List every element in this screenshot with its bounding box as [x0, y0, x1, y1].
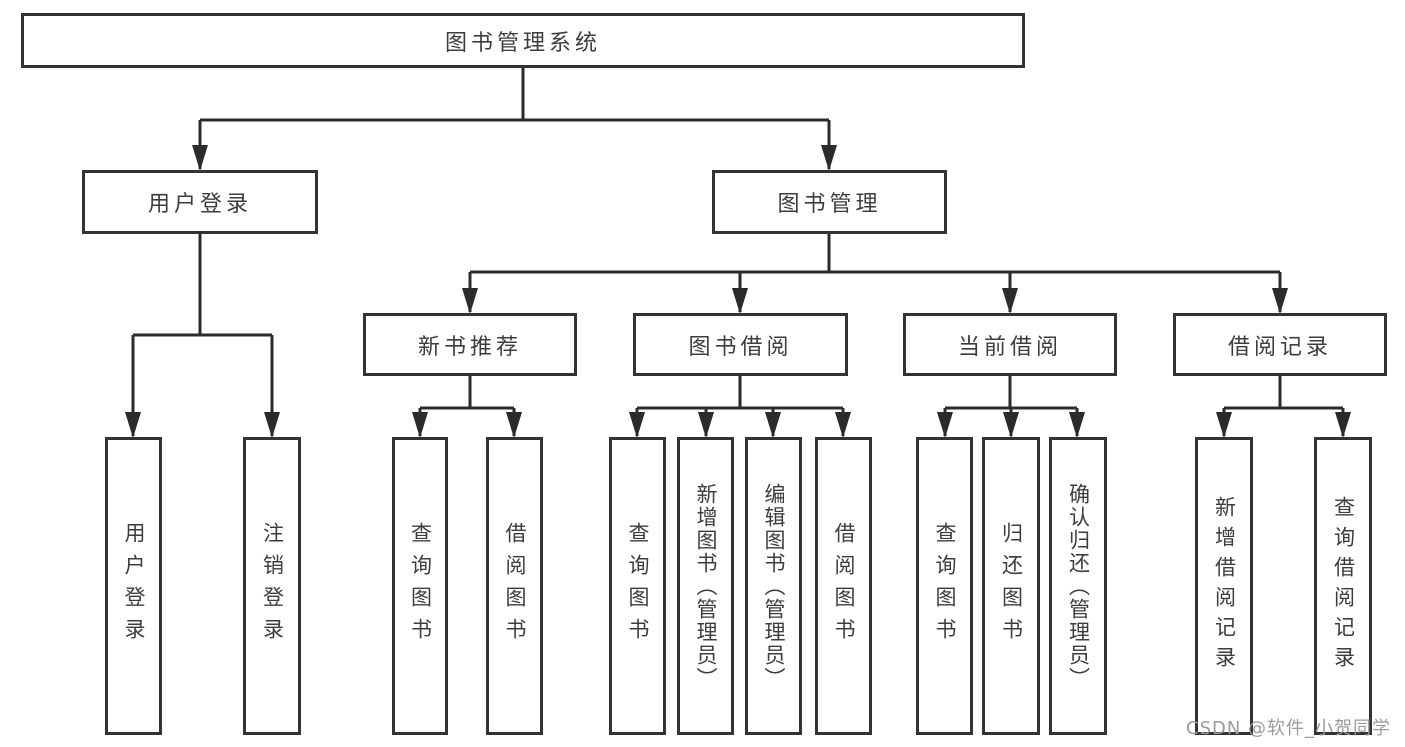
- leaf-bb-add-book-admin: 新增图书（管理员）: [677, 437, 734, 735]
- leaf-bb-query-book: 查询图书: [609, 437, 666, 735]
- node-user-login-label: 用户登录: [147, 192, 252, 217]
- node-current-borrow: 当前借阅: [903, 313, 1117, 376]
- connector-book-management-children: [462, 234, 1288, 314]
- leaf-bb-add-book-admin-label: 新增图书（管理员）: [694, 482, 718, 690]
- node-root-system-label: 图书管理系统: [444, 30, 601, 56]
- connector-user-login-children: [125, 234, 280, 438]
- node-book-management-label: 图书管理: [777, 192, 882, 217]
- connector-current-borrow-children: [937, 376, 1085, 438]
- node-book-management: 图书管理: [712, 170, 947, 234]
- leaf-cb-query-book: 查询图书: [916, 437, 973, 735]
- leaf-cb-return-book: 归还图书: [982, 437, 1040, 735]
- leaf-br-query-record-label: 查询借阅记录: [1331, 496, 1356, 676]
- connector-root-to-level2: [192, 68, 837, 171]
- node-borrow-record: 借阅记录: [1173, 313, 1387, 376]
- leaf-logout: 注销登录: [243, 437, 301, 735]
- leaf-br-add-record: 新增借阅记录: [1195, 437, 1253, 735]
- connector-book-borrow-children: [629, 376, 851, 438]
- leaf-bb-query-book-label: 查询图书: [626, 522, 650, 650]
- leaf-user-login: 用户登录: [105, 437, 162, 735]
- node-book-borrow: 图书借阅: [633, 313, 848, 376]
- leaf-bb-borrow-book-label: 借阅图书: [832, 522, 856, 650]
- node-new-book-recommend: 新书推荐: [363, 313, 577, 376]
- leaf-bb-edit-book-admin: 编辑图书（管理员）: [745, 437, 802, 735]
- node-root-system: 图书管理系统: [21, 13, 1025, 68]
- leaf-bb-borrow-book: 借阅图书: [815, 437, 872, 735]
- leaf-nb-query-book-label: 查询图书: [408, 522, 433, 650]
- leaf-br-add-record-label: 新增借阅记录: [1212, 496, 1237, 676]
- leaf-cb-query-book-label: 查询图书: [933, 522, 957, 650]
- node-borrow-record-label: 借阅记录: [1227, 334, 1332, 360]
- leaf-user-login-label: 用户登录: [122, 522, 146, 650]
- leaf-nb-borrow-book: 借阅图书: [486, 437, 543, 735]
- leaf-nb-query-book: 查询图书: [392, 437, 448, 735]
- node-user-login: 用户登录: [82, 170, 318, 234]
- leaf-logout-label: 注销登录: [260, 522, 285, 650]
- leaf-cb-confirm-return-admin: 确认归还（管理员）: [1049, 437, 1107, 735]
- connector-borrow-record-children: [1216, 376, 1351, 438]
- connector-new-book-children: [412, 376, 522, 438]
- leaf-br-query-record: 查询借阅记录: [1314, 437, 1372, 735]
- leaf-nb-borrow-book-label: 借阅图书: [503, 522, 527, 650]
- node-new-book-recommend-label: 新书推荐: [417, 334, 522, 360]
- leaf-cb-confirm-return-admin-label: 确认归还（管理员）: [1066, 482, 1091, 690]
- node-book-borrow-label: 图书借阅: [688, 334, 793, 360]
- node-current-borrow-label: 当前借阅: [957, 334, 1062, 360]
- leaf-bb-edit-book-admin-label: 编辑图书（管理员）: [762, 482, 786, 690]
- leaf-cb-return-book-label: 归还图书: [999, 522, 1024, 650]
- csdn-watermark: CSDN @软件_小贺同学: [1186, 718, 1392, 739]
